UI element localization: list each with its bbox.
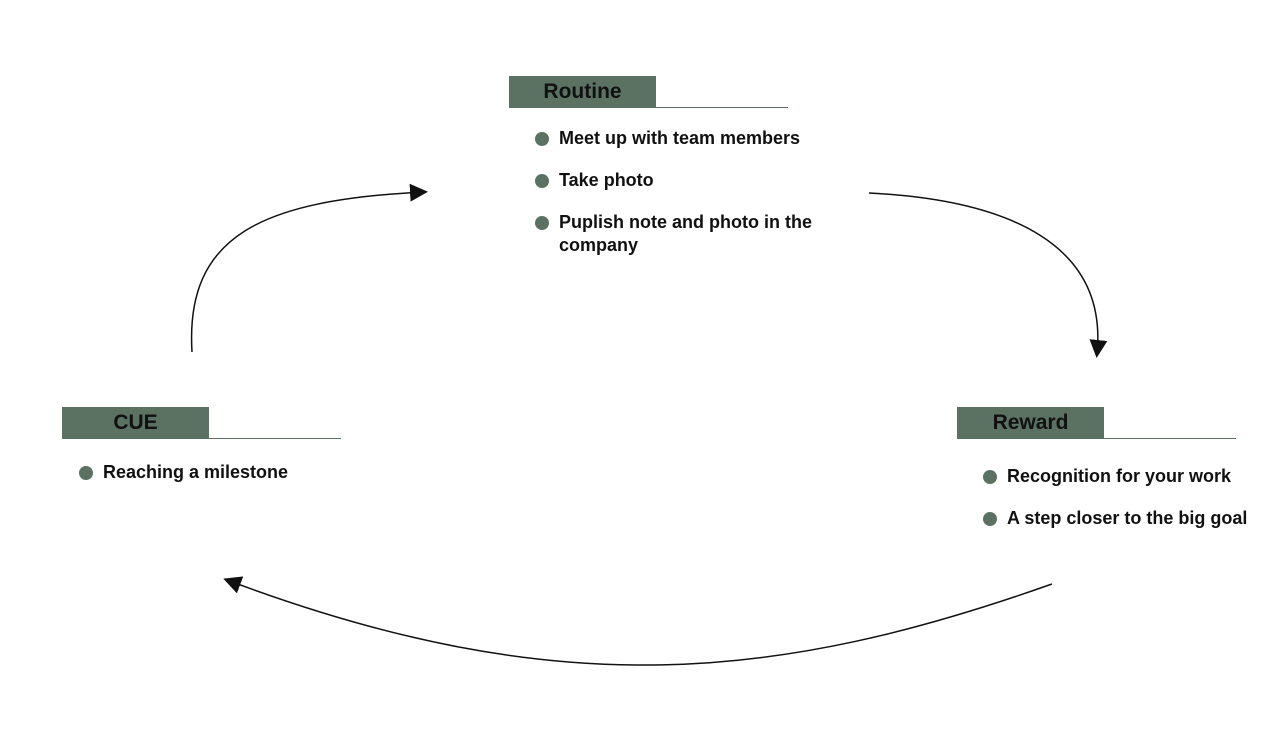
reward-header: Reward [957,407,1277,439]
arrow-cue-to-routine [190,183,428,353]
routine-item-text: Puplish note and photo in the company [559,212,812,255]
routine-header: Routine [509,76,849,108]
routine-title: Routine [509,76,656,108]
reward-item: Recognition for your work [983,465,1277,488]
bullet-dot-icon [535,132,549,146]
cue-list: Reaching a milestone [79,461,362,484]
bullet-dot-icon [79,466,93,480]
reward-item-text: Recognition for your work [1007,466,1232,486]
routine-item-text: Take photo [559,170,654,190]
bullet-dot-icon [535,216,549,230]
reward-title: Reward [957,407,1104,439]
reward-section: Reward Recognition for your work A step … [957,407,1277,549]
reward-item: A step closer to the big goal [983,507,1277,530]
arrow-routine-to-reward [868,192,1108,358]
routine-section: Routine Meet up with team members Take p… [509,76,849,276]
reward-underline [1104,438,1236,439]
cue-underline [209,438,341,439]
cue-section: CUE Reaching a milestone [62,407,362,484]
bullet-dot-icon [983,512,997,526]
routine-item: Take photo [535,169,849,192]
routine-item: Meet up with team members [535,127,849,150]
routine-item-text: Meet up with team members [559,128,801,148]
cue-title: CUE [62,407,209,439]
cue-header: CUE [62,407,362,439]
routine-list: Meet up with team members Take photo Pup… [535,127,849,257]
reward-list: Recognition for your work A step closer … [983,465,1277,530]
arrow-reward-to-cue [223,576,1053,666]
bullet-dot-icon [535,174,549,188]
reward-item-text: A step closer to the big goal [1007,508,1248,528]
cue-item: Reaching a milestone [79,461,362,484]
routine-item: Puplish note and photo in the company [535,211,824,257]
bullet-dot-icon [983,470,997,484]
routine-underline [656,107,788,108]
cue-item-text: Reaching a milestone [103,462,289,482]
